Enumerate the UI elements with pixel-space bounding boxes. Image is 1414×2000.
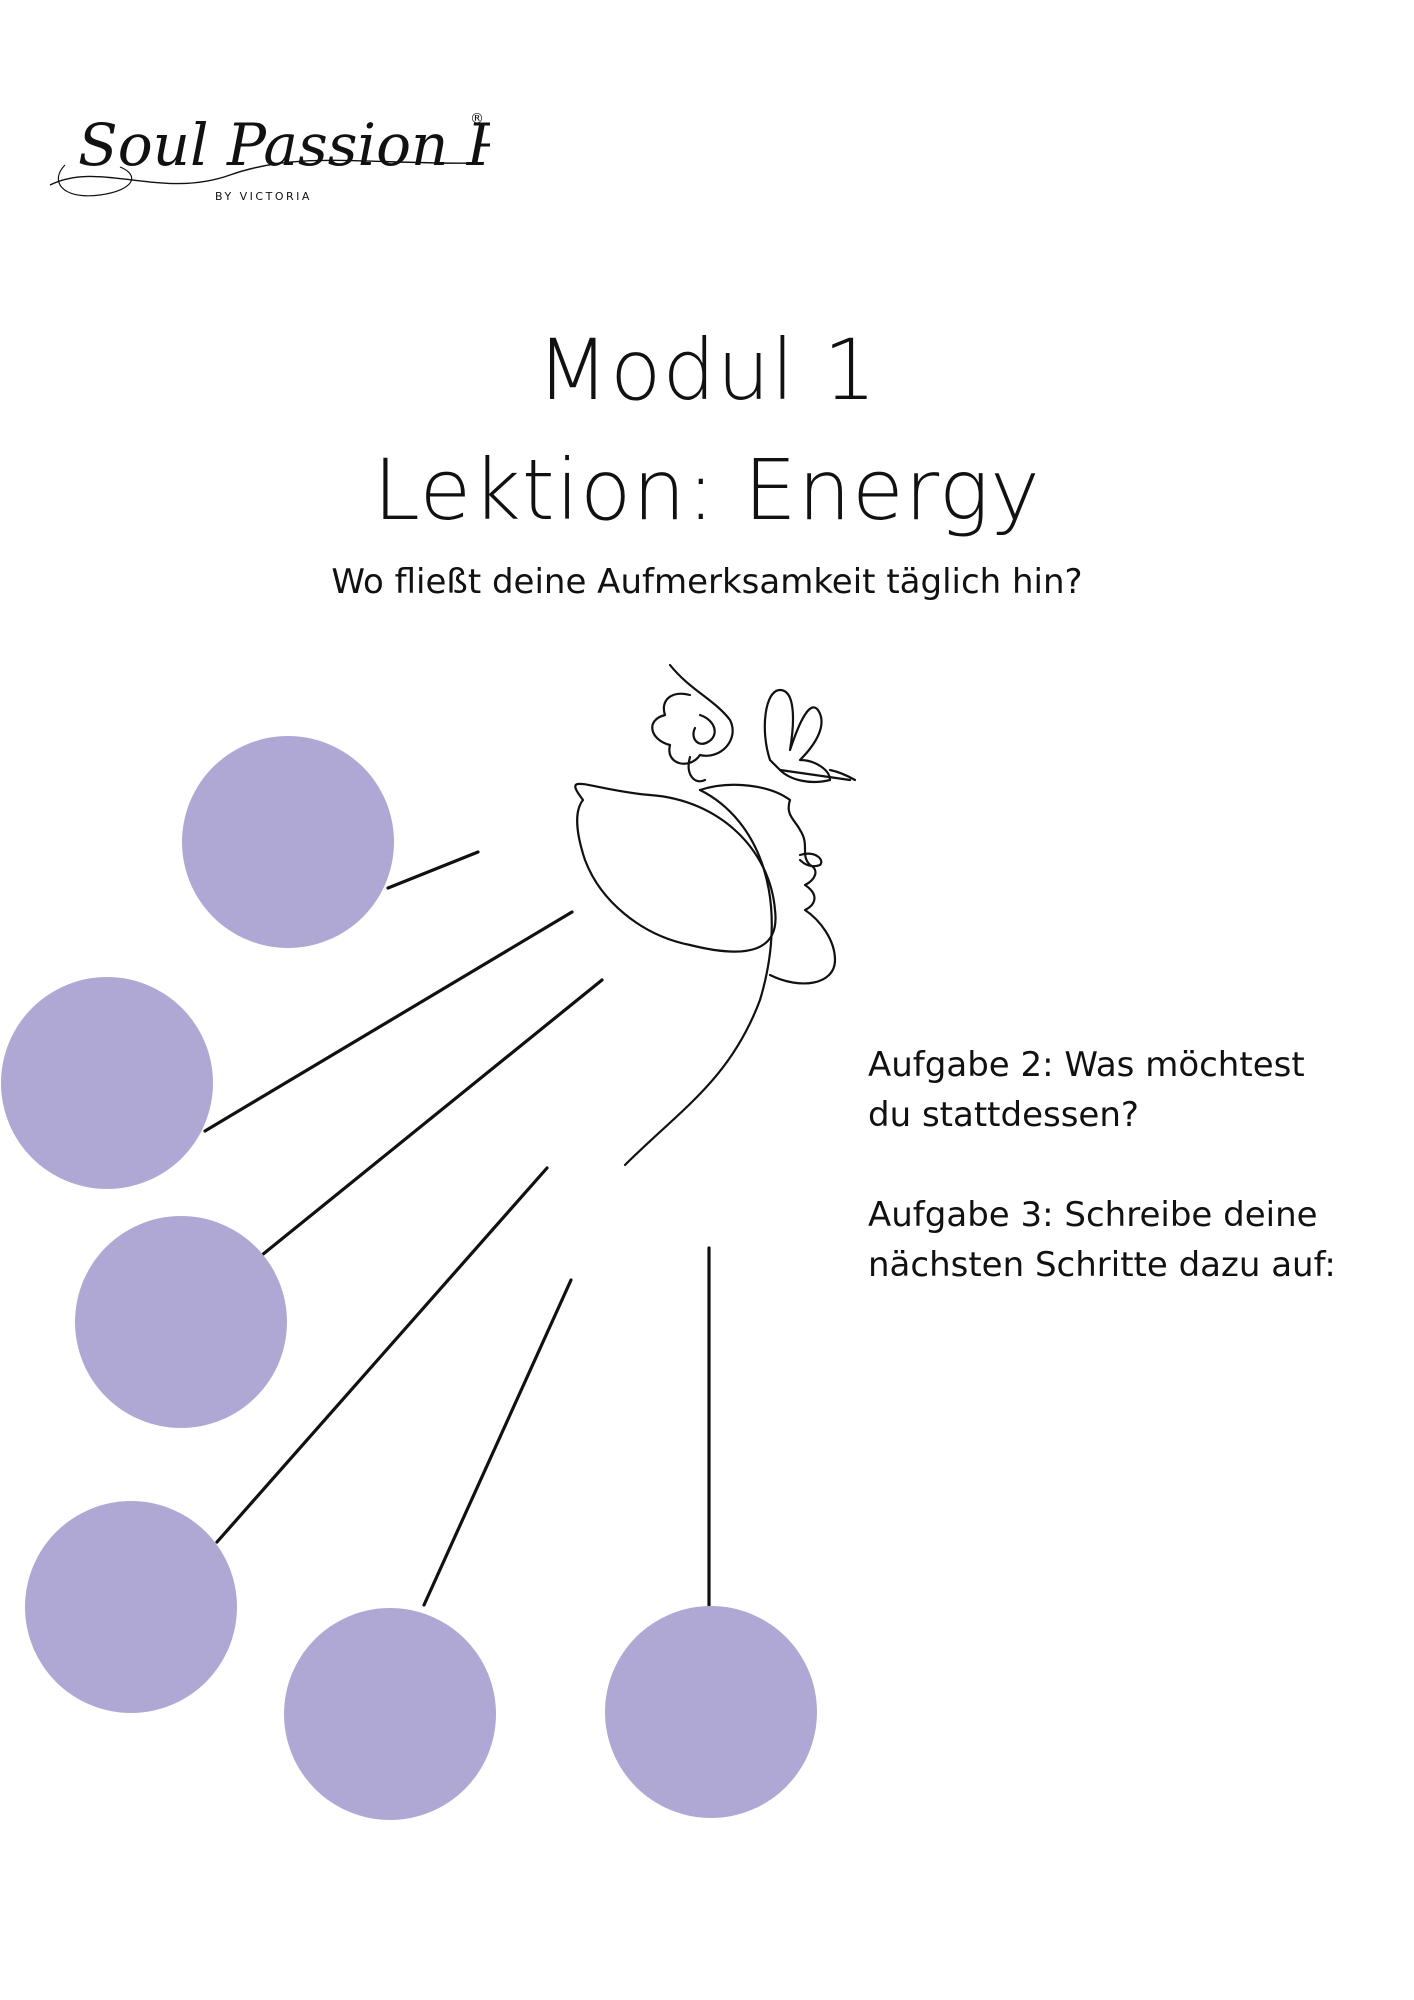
page-question: Wo fließt deine Aufmerksamkeit täglich h… (331, 562, 1083, 602)
task-list: Aufgabe 2: Was möchtest du stattdessen? … (868, 1040, 1348, 1340)
rose-outline (651, 663, 734, 765)
answer-circle (284, 1608, 496, 1820)
face-profile (698, 783, 837, 985)
logo-wordmark: Soul Passion Path (78, 111, 490, 179)
brand-logo-graphic: Soul Passion Path BY VICTORIA ® (49, 111, 490, 203)
butterfly-icon (763, 688, 832, 784)
logo-swash (49, 159, 481, 186)
brand-logo: Soul Passion Path BY VICTORIA ® (40, 105, 490, 215)
face-with-butterfly-line-art-icon (574, 663, 857, 1167)
logo-trademark: ® (470, 111, 484, 127)
neck-line (623, 788, 773, 1167)
logo-flourish (57, 164, 133, 197)
answer-circle (182, 736, 394, 948)
title-lesson: Lektion: Energy (373, 441, 1041, 539)
head-outline (574, 782, 777, 953)
answer-circle (75, 1216, 287, 1428)
connector-lines (203, 850, 711, 1607)
page-title: Modul 1 Lektion: Energy (0, 310, 1414, 550)
connector-line (260, 978, 604, 1257)
connector-line (203, 910, 574, 1133)
answer-circle (25, 1501, 237, 1713)
task-2: Aufgabe 2: Was möchtest du stattdessen? (868, 1045, 1305, 1135)
connector-line (386, 850, 480, 890)
title-module: Modul 1 (536, 321, 878, 419)
rose-inner (692, 713, 716, 745)
logo-byline: BY VICTORIA (215, 190, 312, 203)
answer-circle (1, 977, 213, 1189)
rose-stem (687, 755, 707, 783)
answer-circle (605, 1606, 817, 1818)
answer-circles (1, 736, 817, 1820)
connector-line (215, 1166, 549, 1544)
butterfly-antenna (778, 768, 857, 782)
connector-line (422, 1278, 573, 1607)
lips (798, 852, 823, 868)
task-3: Aufgabe 3: Schreibe deine nächsten Schri… (868, 1195, 1336, 1285)
